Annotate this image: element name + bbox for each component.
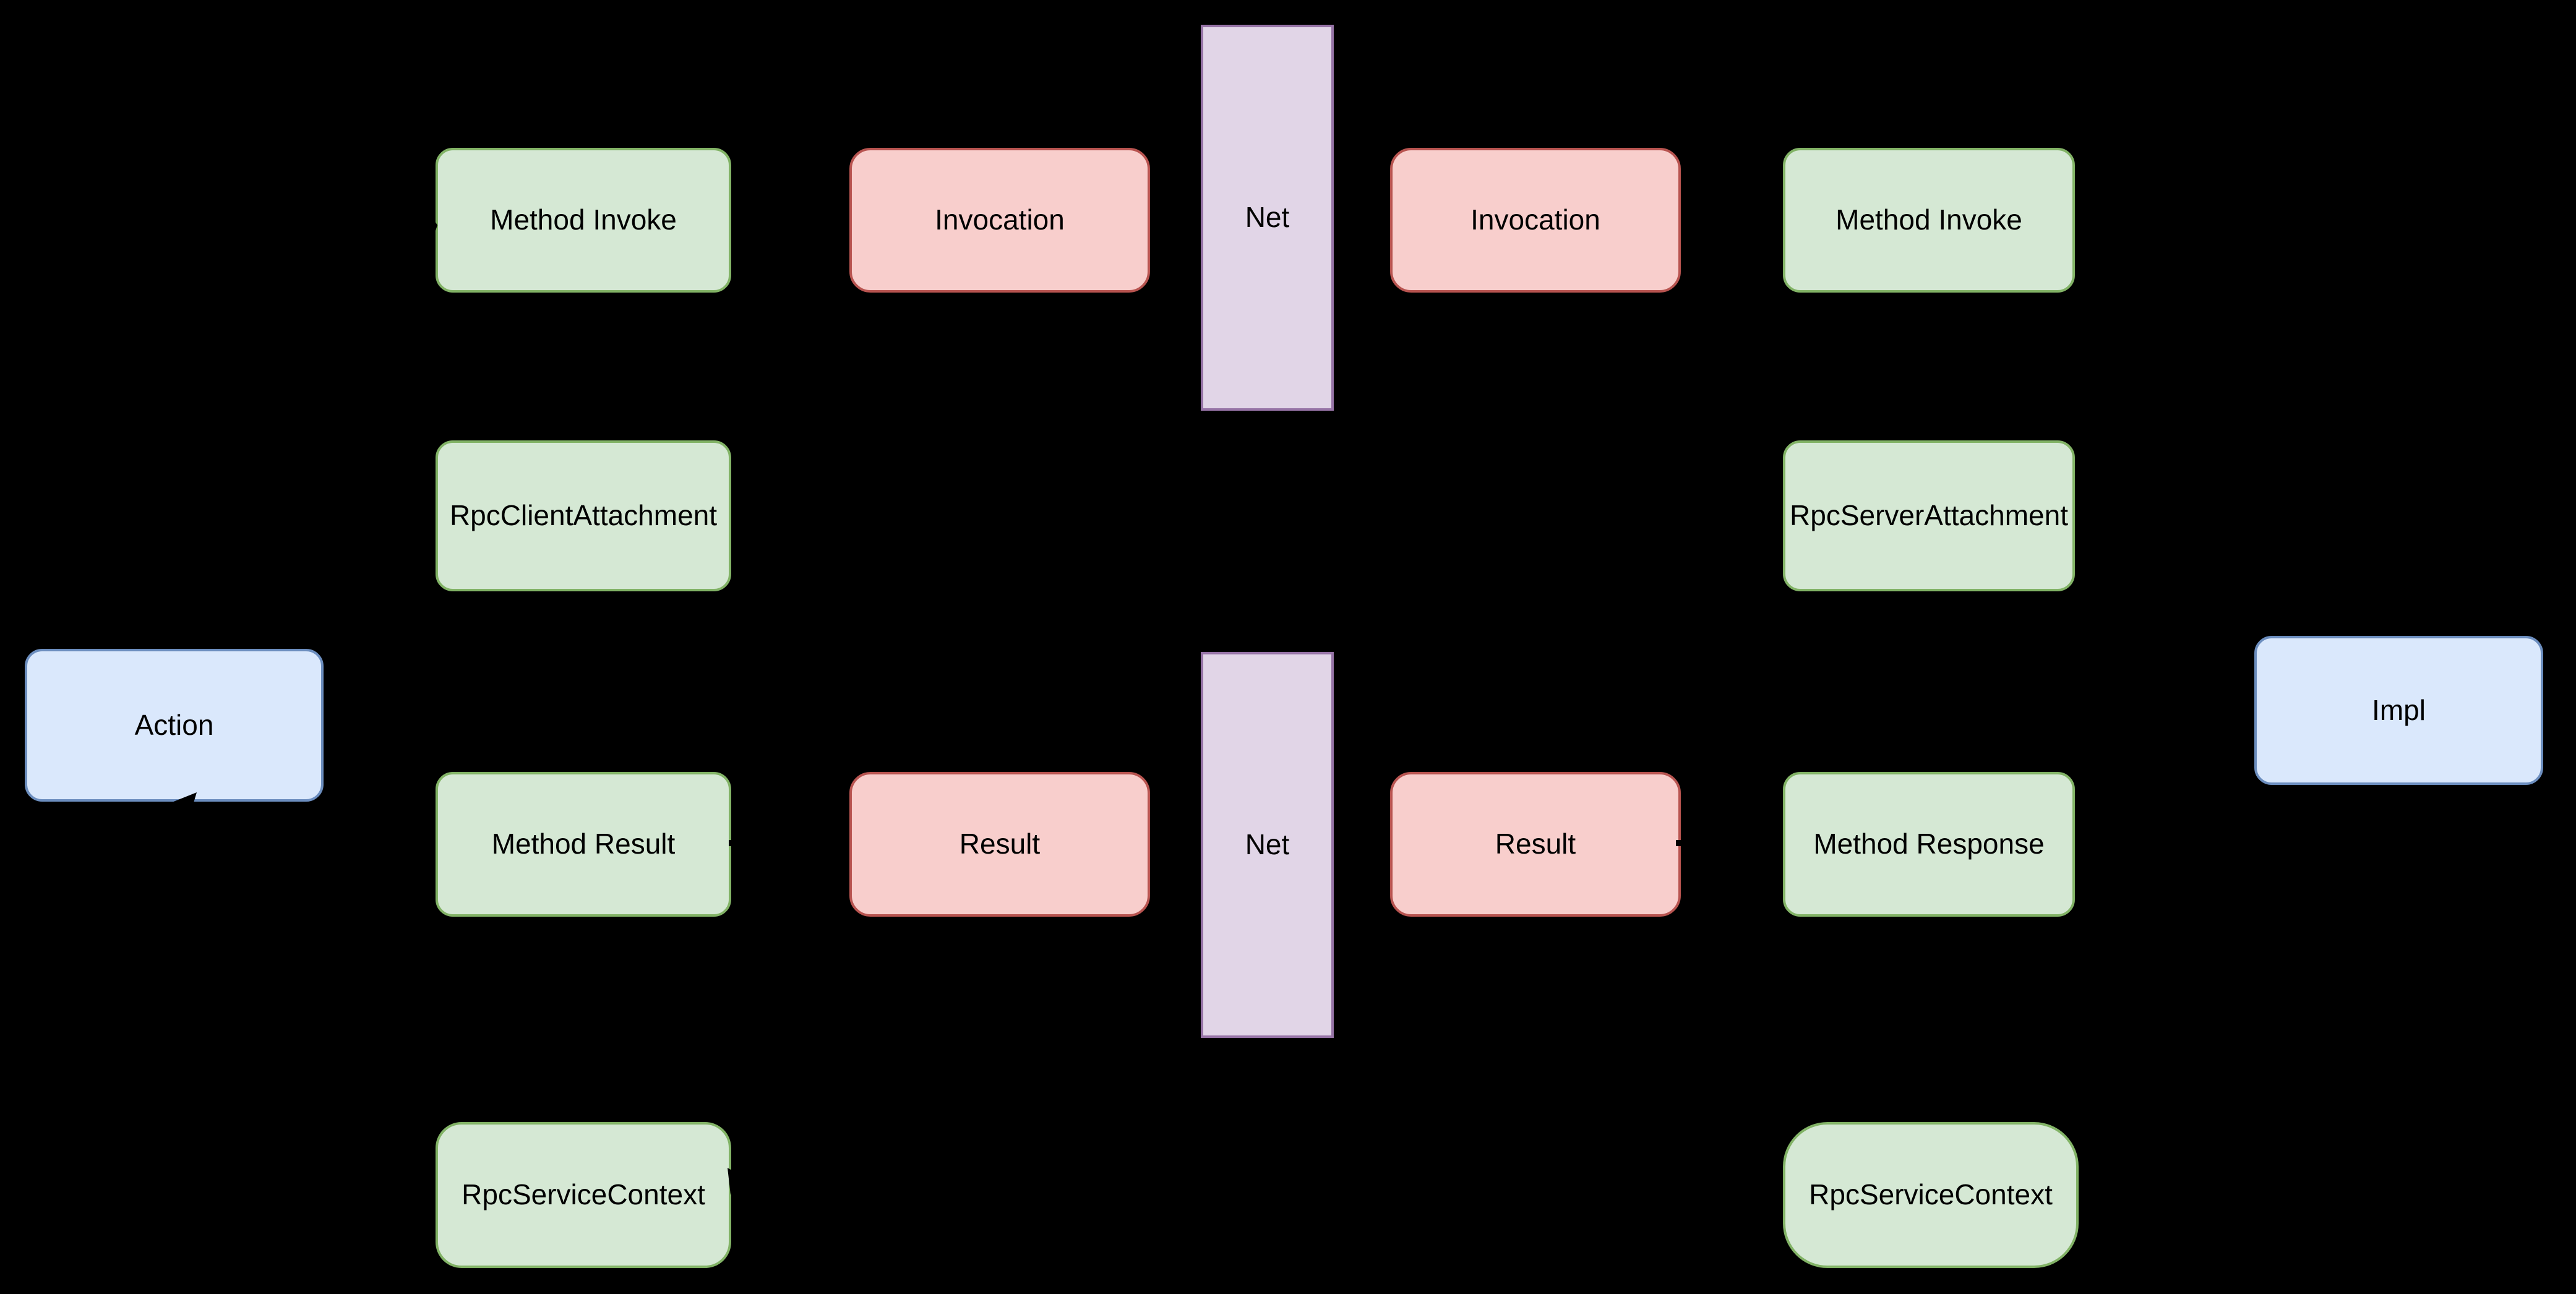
node-label: Net <box>1245 201 1290 234</box>
action-node: Action <box>25 649 324 802</box>
invocation-client-node: Invocation <box>849 148 1150 293</box>
invocation-server-node: Invocation <box>1390 148 1681 293</box>
node-label: Method Invoke <box>490 204 677 236</box>
node-label: Result <box>959 828 1041 860</box>
node-label: Net <box>1245 828 1290 861</box>
node-label: Action <box>134 708 214 741</box>
rpc-client-attachment-node: RpcClientAttachment <box>436 440 731 591</box>
rpc-server-attachment-node: RpcServerAttachment <box>1783 440 2075 591</box>
rpc-service-context-server-node: RpcServiceContext <box>1783 1122 2079 1268</box>
node-label: RpcServiceContext <box>1809 1178 2053 1211</box>
net-top-node: Net <box>1201 25 1334 411</box>
node-label: Method Response <box>1813 828 2045 860</box>
node-label: RpcServiceContext <box>462 1178 705 1211</box>
node-label: Method Result <box>491 828 676 860</box>
node-label: RpcClientAttachment <box>449 499 718 532</box>
node-label: Method Invoke <box>1835 204 2022 236</box>
method-invoke-server-node: Method Invoke <box>1783 148 2075 293</box>
net-bottom-node: Net <box>1201 652 1334 1038</box>
node-label: Impl <box>2372 693 2426 726</box>
node-label: Invocation <box>935 204 1065 236</box>
impl-node: Impl <box>2254 636 2543 785</box>
result-client-node: Result <box>849 772 1150 917</box>
result-server-node: Result <box>1390 772 1681 917</box>
method-invoke-client-node: Method Invoke <box>436 148 731 293</box>
node-label: Invocation <box>1470 204 1600 236</box>
node-label: Result <box>1495 828 1576 860</box>
node-label: RpcServerAttachment <box>1790 499 2068 532</box>
rpc-service-context-client-node: RpcServiceContext <box>436 1122 731 1268</box>
method-response-node: Method Response <box>1783 772 2075 917</box>
method-result-node: Method Result <box>436 772 731 917</box>
